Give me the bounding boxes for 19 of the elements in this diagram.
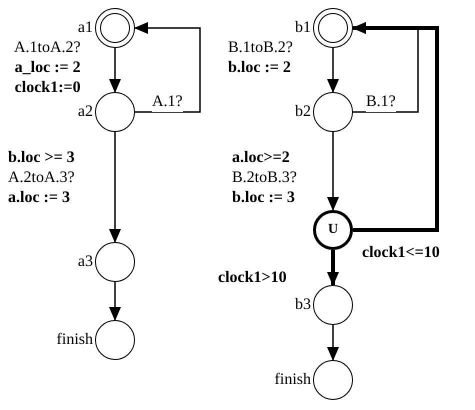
arrow — [327, 325, 339, 361]
arrow — [109, 48, 121, 93]
state-name: a1 — [78, 18, 94, 38]
state-name: a3 — [78, 252, 94, 272]
state-name: b3 — [295, 295, 312, 315]
arrow — [327, 250, 339, 286]
arrow — [134, 22, 201, 113]
state-name: a2 — [78, 102, 94, 122]
arrow — [109, 132, 121, 243]
arrow — [352, 22, 439, 232]
arrow — [109, 282, 121, 321]
state-name: finish — [274, 370, 312, 390]
edge-label: A.1? — [152, 92, 183, 112]
state-name: finish — [56, 330, 94, 350]
state-name: b1 — [295, 18, 312, 38]
arrow — [327, 132, 339, 211]
state-name: b2 — [295, 102, 312, 122]
arrow — [327, 48, 339, 93]
edge-label: B.1? — [366, 92, 396, 112]
